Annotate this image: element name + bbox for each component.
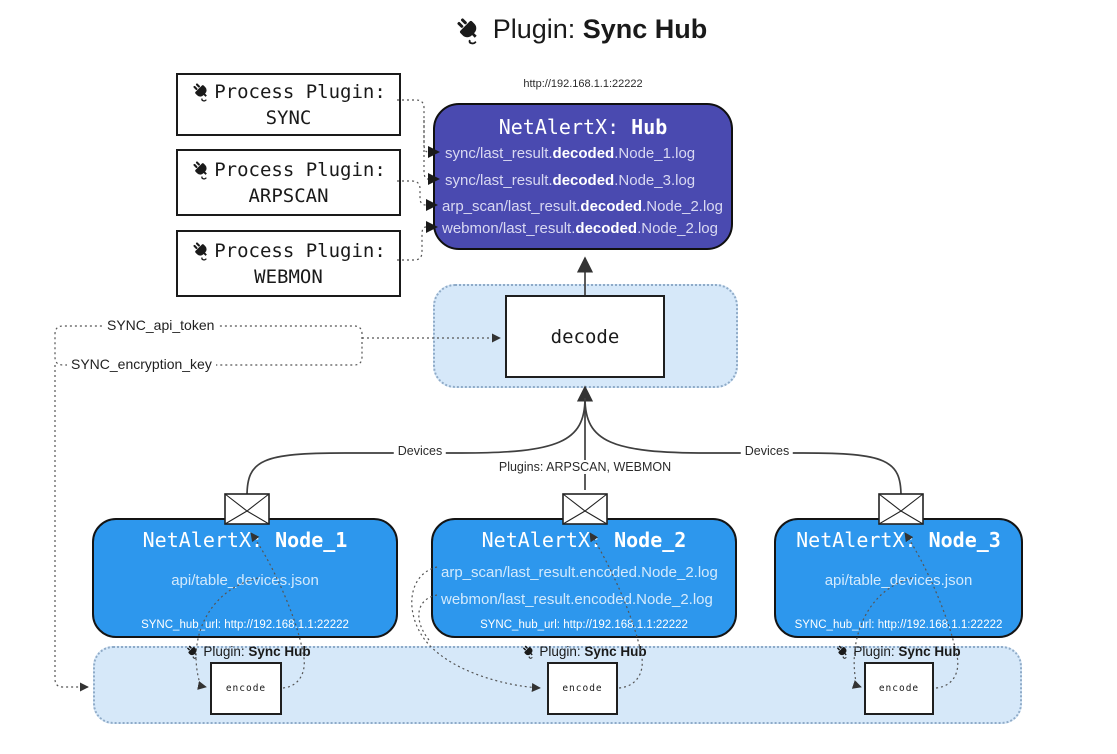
devices-right-label: Devices: [740, 444, 794, 458]
node-title: NetAlertX: Node_2: [481, 528, 687, 552]
encode-box-1: encode: [210, 662, 282, 715]
encode-box-3: encode: [864, 662, 934, 715]
plug-icon: [193, 242, 208, 261]
node-3-box: NetAlertX: Node_3 api/table_devices.json…: [774, 518, 1023, 638]
process-plugin-arpscan: Process Plugin: ARPSCAN: [176, 149, 401, 216]
hub-box: NetAlertX: Hub sync/last_result.decoded.…: [433, 103, 733, 250]
process-plugin-name: ARPSCAN: [248, 184, 329, 207]
page-title-text: Plugin: Sync Hub: [492, 14, 708, 44]
link-sync-to-hub-a: [397, 99, 429, 153]
hub-url: http://192.168.1.1:22222: [523, 78, 643, 90]
node-file: webmon/last_result.encoded.Node_2.log: [441, 591, 713, 608]
devices-left-label: Devices: [393, 444, 447, 458]
process-plugin-label: Process Plugin:: [214, 158, 386, 181]
hub-log-line: sync/last_result.decoded.Node_1.log: [445, 145, 696, 162]
node-2-box: NetAlertX: Node_2 arp_scan/last_result.e…: [431, 518, 737, 638]
node-file: api/table_devices.json: [824, 572, 973, 589]
link-webmon-to-hub: [397, 226, 427, 261]
decode-box: decode: [505, 295, 665, 378]
plug-icon: [193, 161, 208, 180]
hub-title: NetAlertX: Hub: [498, 115, 668, 139]
node-1-box: NetAlertX: Node_1 api/table_devices.json…: [92, 518, 398, 638]
sync-api-token-label: SYNC_api_token: [103, 317, 219, 333]
hub-log-line: webmon/last_result.decoded.Node_2.log: [442, 220, 718, 237]
process-plugin-label: Process Plugin:: [214, 239, 386, 262]
process-plugin-sync: Process Plugin: SYNC: [176, 73, 401, 136]
encode-box-2: encode: [547, 662, 618, 715]
node-hub-url: SYNC_hub_url: http://192.168.1.1:22222: [794, 619, 1003, 631]
node-hub-url: SYNC_hub_url: http://192.168.1.1:22222: [141, 619, 349, 631]
page-title: Plugin: Sync Hub: [22, 14, 1117, 45]
encoder-3-label: Plugin: Sync Hub: [835, 644, 961, 659]
plug-icon: [523, 645, 533, 659]
hub-log-line: arp_scan/last_result.decoded.Node_2.log: [442, 198, 723, 215]
plug-icon: [193, 83, 208, 102]
process-plugin-name: WEBMON: [254, 265, 323, 288]
plug-icon: [457, 17, 477, 44]
node-file: arp_scan/last_result.encoded.Node_2.log: [441, 564, 718, 581]
process-plugin-webmon: Process Plugin: WEBMON: [176, 230, 401, 297]
node-title: NetAlertX: Node_1: [142, 528, 348, 552]
node-title: NetAlertX: Node_3: [796, 528, 1001, 552]
link-keys-to-strip: [54, 365, 89, 692]
node-hub-url: SYNC_hub_url: http://192.168.1.1:22222: [480, 619, 688, 631]
node-file: api/table_devices.json: [171, 572, 319, 589]
link-sync-to-hub-b: [423, 120, 429, 180]
process-plugin-label: Process Plugin:: [214, 80, 386, 103]
plug-icon: [187, 645, 197, 659]
hub-log-line: sync/last_result.decoded.Node_3.log: [445, 172, 696, 189]
plug-icon: [837, 645, 847, 659]
process-plugin-name: SYNC: [265, 106, 312, 129]
encoder-2-label: Plugin: Sync Hub: [521, 644, 647, 659]
link-arpscan-to-hub: [397, 180, 427, 206]
plugins-mid-label: Plugins: ARPSCAN, WEBMON: [494, 460, 676, 474]
sync-encryption-key-label: SYNC_encryption_key: [67, 356, 216, 372]
encoder-1-label: Plugin: Sync Hub: [185, 644, 311, 659]
